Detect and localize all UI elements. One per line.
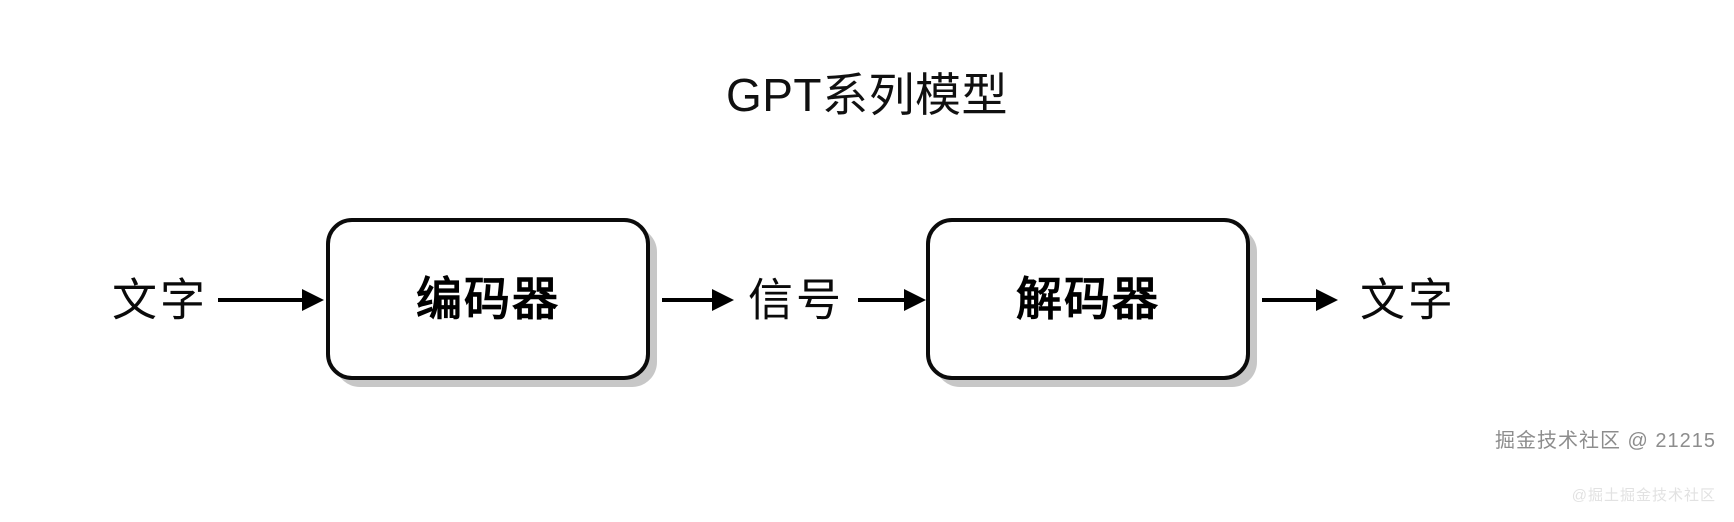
- node-input-text: 文字: [112, 274, 209, 326]
- arrow-decoder-to-output: [1262, 289, 1338, 311]
- node-encoder-label: 编码器: [416, 273, 560, 325]
- arrow-input-to-encoder: [218, 289, 324, 311]
- flow-row: 文字 编码器 信号 解码器 文字: [0, 218, 1734, 382]
- node-encoder-box[interactable]: 编码器: [326, 218, 650, 380]
- node-decoder-label: 解码器: [1016, 273, 1160, 325]
- arrow-signal-to-decoder: [858, 289, 926, 311]
- watermark-secondary: @掘土掘金技术社区: [1571, 487, 1716, 504]
- arrow-shaft: [218, 298, 303, 302]
- arrow-head-icon: [712, 289, 734, 311]
- node-signal-text: 信号: [748, 274, 845, 326]
- arrow-head-icon: [904, 289, 926, 311]
- arrow-shaft: [1262, 298, 1317, 302]
- arrow-encoder-to-signal: [662, 289, 734, 311]
- node-decoder-box[interactable]: 解码器: [926, 218, 1250, 380]
- node-output-text: 文字: [1360, 274, 1457, 326]
- arrow-head-icon: [1316, 289, 1338, 311]
- arrow-head-icon: [302, 289, 324, 311]
- arrow-shaft: [662, 298, 713, 302]
- page-title: GPT系列模型: [725, 69, 1009, 121]
- arrow-shaft: [858, 298, 905, 302]
- watermark-primary: 掘金技术社区 @ 21215: [1494, 430, 1716, 452]
